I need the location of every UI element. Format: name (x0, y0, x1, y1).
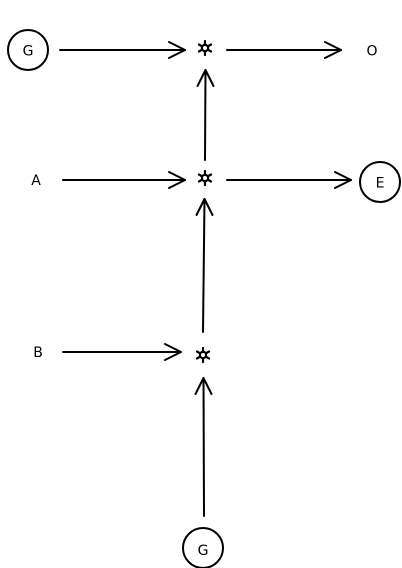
edge-g-top-to-junction-top (59, 41, 186, 59)
svg-text:O: O (366, 44, 377, 60)
edge-junction-top-to-o (226, 41, 342, 59)
node-o: O (366, 44, 377, 60)
edge-junction-middle-to-junction-top (196, 69, 215, 161)
edge-junction-middle-to-e (226, 171, 352, 189)
edge-a-to-junction-middle (62, 171, 186, 189)
node-b: B (33, 345, 43, 361)
edge-junction-bottom-to-junction-middle (195, 198, 214, 333)
svg-text:G: G (198, 543, 209, 559)
svg-text:G: G (23, 44, 34, 60)
svg-text:A: A (31, 173, 41, 189)
gear-icon (195, 346, 211, 364)
node-g-bottom: G (182, 527, 224, 568)
edge-g-bottom-to-junction-bottom (194, 377, 213, 517)
gear-icon (197, 39, 213, 57)
node-e: E (359, 161, 401, 203)
svg-text:E: E (376, 176, 385, 192)
node-g-top: G (7, 29, 49, 71)
edge-b-to-junction-bottom (62, 343, 182, 361)
gear-icon (197, 169, 213, 187)
svg-text:B: B (33, 345, 43, 361)
node-a: A (31, 173, 41, 189)
